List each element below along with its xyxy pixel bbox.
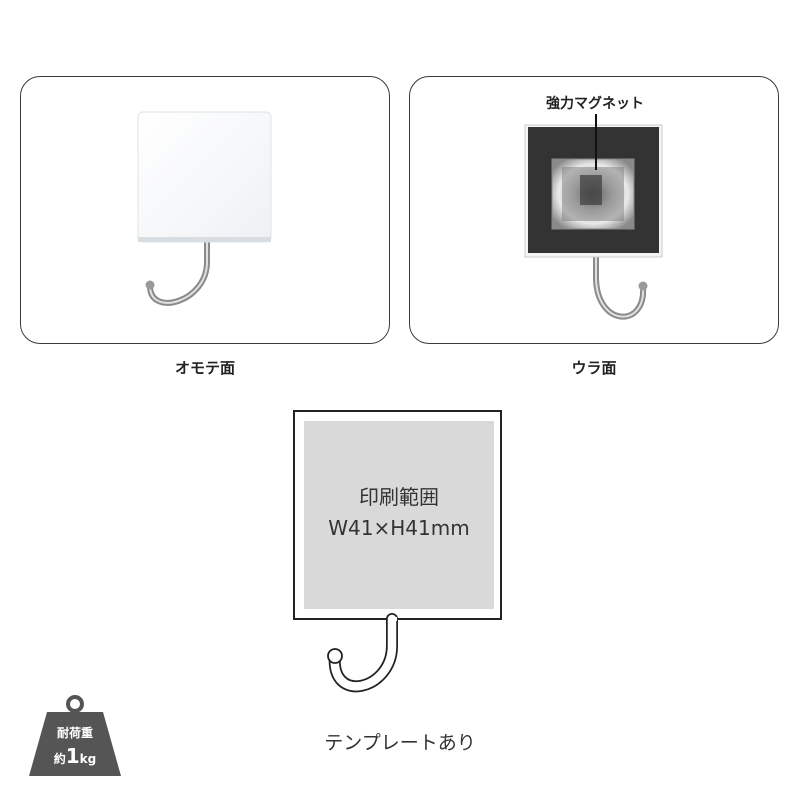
weight-icon bbox=[29, 695, 121, 776]
print-area-label: 印刷範囲 W41×H41mm bbox=[304, 482, 494, 544]
weight-value: 約1kg bbox=[25, 744, 125, 768]
front-side-caption: オモテ面 bbox=[174, 359, 235, 377]
print-area-size: W41×H41mm bbox=[328, 516, 470, 540]
back-side-caption: ウラ面 bbox=[571, 359, 617, 377]
magnet-label: 強力マグネット bbox=[546, 96, 644, 112]
front-hook-image bbox=[137, 111, 272, 306]
print-area-title: 印刷範囲 bbox=[359, 485, 439, 509]
weight-number: 1 bbox=[65, 744, 80, 768]
back-side-panel: 強力マグネット bbox=[409, 76, 779, 344]
template-illustration bbox=[293, 410, 502, 693]
front-side-panel bbox=[20, 76, 390, 344]
weight-label: 耐荷重 bbox=[56, 726, 93, 740]
weight-prefix: 約 bbox=[53, 752, 66, 766]
back-hook-image bbox=[524, 114, 663, 320]
template-caption: テンプレートあり bbox=[324, 732, 476, 754]
weight-unit: kg bbox=[79, 752, 97, 766]
print-area bbox=[304, 421, 494, 609]
